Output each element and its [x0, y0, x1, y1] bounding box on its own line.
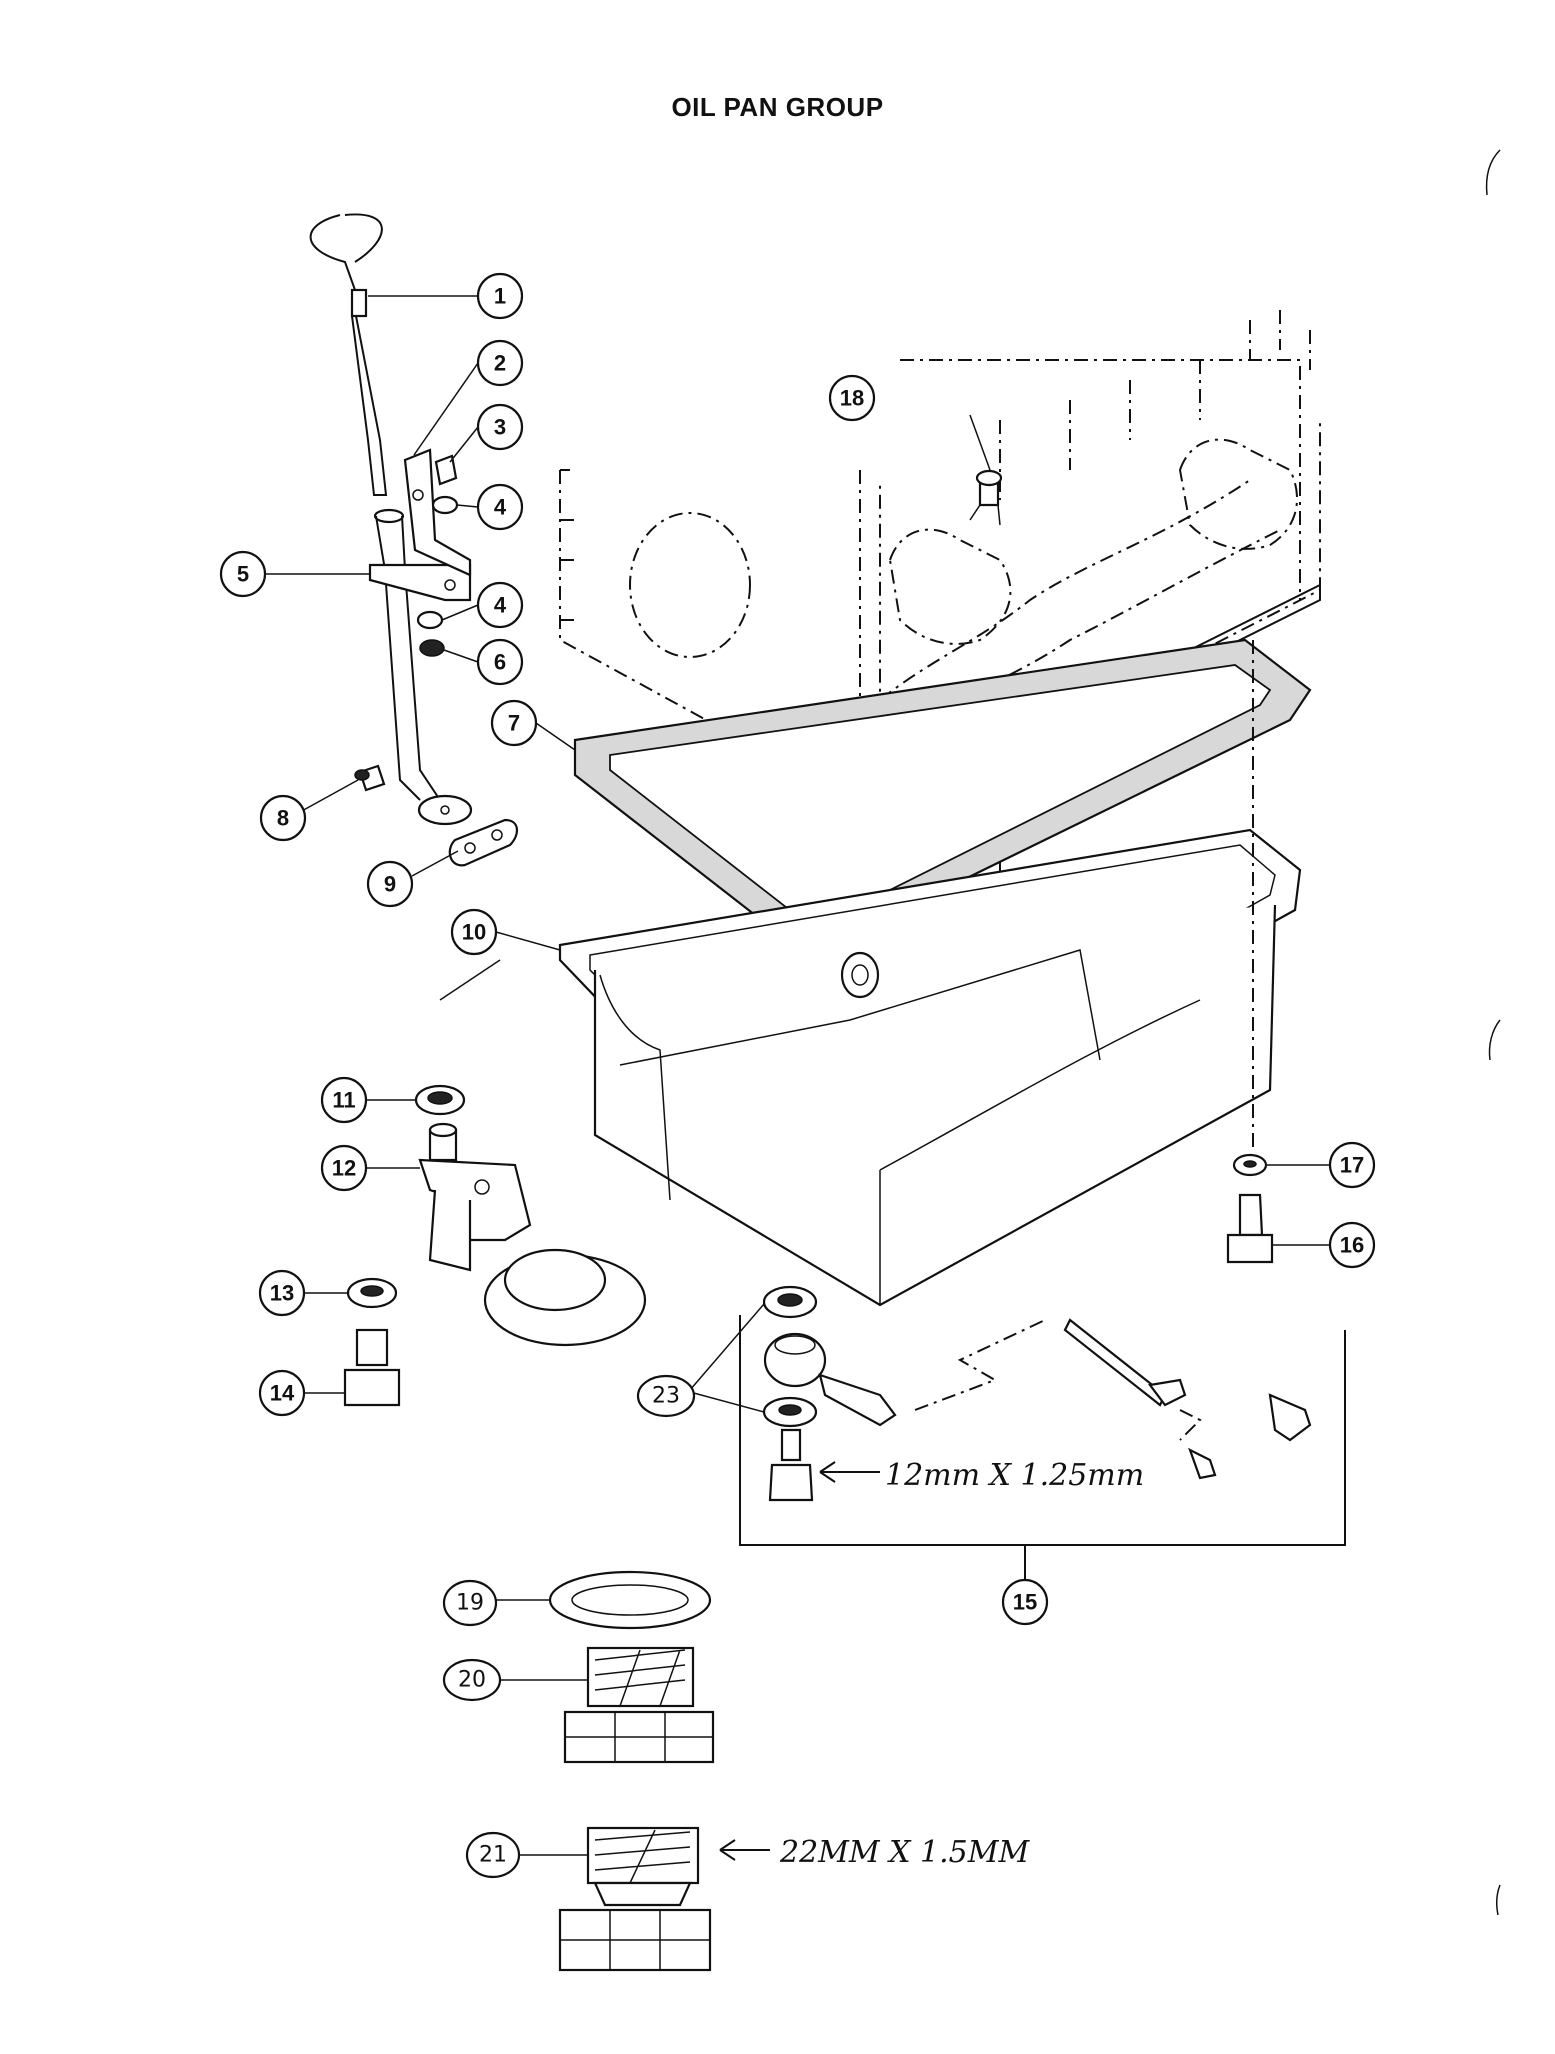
part-19-o-ring [548, 1570, 712, 1630]
callout-19: 19 [442, 1579, 498, 1627]
callout-13-label: 13 [270, 1281, 294, 1306]
callout-4-lower: 4 [476, 581, 524, 629]
part-4-washer-upper [431, 495, 459, 515]
part-1-dipstick [309, 213, 388, 496]
callout-4-upper-label: 4 [494, 495, 507, 520]
callout-3: 3 [476, 403, 524, 451]
callout-2-label: 2 [494, 351, 506, 376]
callout-18: 18 [828, 374, 876, 422]
callout-5: 5 [219, 550, 267, 598]
callout-2: 2 [476, 339, 524, 387]
part-6-nut [419, 639, 445, 657]
callout-16: 16 [1328, 1221, 1376, 1269]
part-14-plug [343, 1328, 401, 1407]
callout-8: 8 [259, 794, 307, 842]
callout-6: 6 [476, 638, 524, 686]
callout-10-label: 10 [462, 920, 486, 945]
part-18-bolt [969, 469, 1003, 526]
part-13-washer [346, 1277, 398, 1309]
callout-13: 13 [258, 1269, 306, 1317]
callout-6-label: 6 [494, 650, 506, 675]
part-9-tube-gasket [448, 818, 518, 867]
callout-8-label: 8 [277, 806, 289, 831]
callout-9: 9 [366, 860, 414, 908]
callout-12-label: 12 [332, 1156, 356, 1181]
margin-mark-middle [1488, 1019, 1501, 1061]
part-16-bolt [1226, 640, 1274, 1264]
callout-17-label: 17 [1340, 1153, 1364, 1178]
part-12-oil-strainer [418, 1122, 647, 1347]
callout-4-lower-label: 4 [494, 593, 507, 618]
page-title: OIL PAN GROUP [671, 92, 884, 122]
callout-14: 14 [258, 1369, 306, 1417]
part-20-plug [563, 1646, 715, 1764]
part-7-oil-pan-gasket [573, 638, 1312, 952]
callout-5-label: 5 [237, 562, 249, 587]
callout-1-label: 1 [494, 284, 506, 309]
margin-mark-top [1485, 149, 1501, 196]
callout-7-label: 7 [508, 711, 520, 736]
margin-mark-bottom [1495, 1884, 1501, 1916]
callout-3-label: 3 [494, 415, 506, 440]
callout-23-label: 23 [652, 1384, 680, 1409]
part-8-bolt [354, 764, 386, 792]
callout-21-label: 21 [479, 1843, 507, 1868]
leader-lines [265, 295, 1330, 1856]
callout-20: 20 [442, 1658, 502, 1702]
drain-plug-thread-note: 12mm X 1.25mm [885, 1458, 1144, 1493]
callout-19-label: 19 [456, 1591, 484, 1616]
callout-14-label: 14 [270, 1381, 295, 1406]
callout-10: 10 [450, 908, 498, 956]
callout-7: 7 [490, 699, 538, 747]
callout-9-label: 9 [384, 872, 396, 897]
callout-11-label: 11 [332, 1088, 355, 1113]
callout-17: 17 [1328, 1141, 1376, 1189]
part-2-bracket [403, 448, 472, 577]
part-3-bolt [434, 454, 458, 486]
part-15-drain-plug-assembly [739, 1315, 1346, 1580]
callout-15-label: 15 [1013, 1590, 1037, 1615]
callout-4-upper: 4 [476, 483, 524, 531]
callout-21: 21 [465, 1831, 521, 1879]
plug-21-thread-note: 22MM X 1.5MM [779, 1835, 1030, 1870]
part-23-washer-upper [762, 1285, 818, 1319]
callout-16-label: 16 [1340, 1233, 1364, 1258]
callout-20-label: 20 [458, 1668, 486, 1693]
part-10-oil-pan [558, 828, 1302, 1307]
callout-15: 15 [1001, 1578, 1049, 1626]
callout-1: 1 [476, 272, 524, 320]
part-11-o-ring [414, 1084, 466, 1116]
part-4-washer-lower [416, 610, 444, 630]
callout-12: 12 [320, 1144, 368, 1192]
part-17-washer [1232, 1153, 1268, 1177]
callout-18-label: 18 [840, 386, 864, 411]
callout-23: 23 [636, 1374, 696, 1418]
callout-11: 11 [320, 1076, 368, 1124]
part-21-plug [558, 1826, 770, 1972]
